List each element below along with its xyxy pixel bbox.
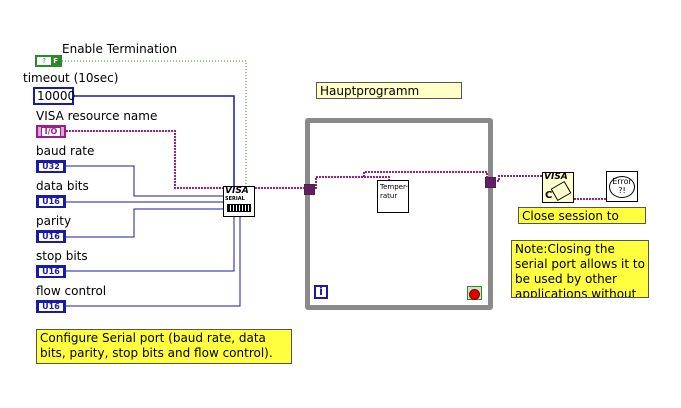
resource-wire [66, 130, 223, 189]
loop-input-tunnel [304, 184, 315, 195]
resource-label: VISA resource name [36, 109, 158, 123]
close-session-comment: Close session to port. [518, 207, 646, 224]
closing-note-comment: Note:Closing the serial port allows it t… [511, 240, 649, 298]
loop-stop-terminal[interactable] [467, 286, 482, 300]
close-hand-icon [550, 180, 572, 202]
parity-constant[interactable]: U16 [36, 230, 66, 243]
parity-label: parity [36, 214, 72, 228]
data-bits-label: data bits [36, 179, 89, 193]
temperatur-wire [364, 176, 390, 180]
stop-bits-constant[interactable]: U16 [36, 265, 66, 278]
resource-constant[interactable]: I/O [36, 125, 66, 138]
loop-to-close-wire [494, 175, 542, 182]
loop-label: Hauptprogramm Schleife [316, 82, 462, 99]
flow-control-constant[interactable]: U16 [36, 300, 66, 313]
configure-serial-comment: Configure Serial port (baud rate, data b… [36, 329, 292, 364]
timeout-wire [73, 95, 235, 186]
loop-output-tunnel [485, 177, 496, 188]
flow-control-wire [66, 216, 241, 307]
temperatur-subvi[interactable]: Temper-ratur [377, 180, 409, 213]
baud-rate-label: baud rate [36, 144, 95, 158]
timeout-label: timeout (10sec) [23, 71, 119, 85]
stop-bits-label: stop bits [36, 249, 88, 263]
baud-rate-constant[interactable]: U32 [36, 160, 66, 173]
stop-icon [469, 289, 480, 300]
flow-control-label: flow control [36, 284, 107, 298]
data-bits-constant[interactable]: U16 [36, 195, 66, 208]
baud-wire [66, 165, 223, 197]
stop-bits-wire [66, 216, 235, 272]
visa-configure-serial-node[interactable]: VISA SERIAL [223, 186, 255, 217]
simple-error-handler-node[interactable]: Error ?! [606, 171, 638, 202]
while-loop[interactable] [305, 118, 493, 310]
timeout-constant[interactable]: 10000 [33, 87, 75, 105]
serial-port-icon [227, 204, 251, 212]
loop-iteration-terminal: i [314, 285, 328, 299]
visa-close-node[interactable]: VISA C [542, 172, 574, 203]
enable-termination-label: Enable Termination [62, 42, 178, 56]
error-bubble-icon: Error ?! [609, 176, 635, 198]
enable-termination-constant[interactable]: ? F [35, 55, 62, 67]
enable-termination-wire [62, 60, 247, 186]
parity-wire [66, 208, 223, 238]
